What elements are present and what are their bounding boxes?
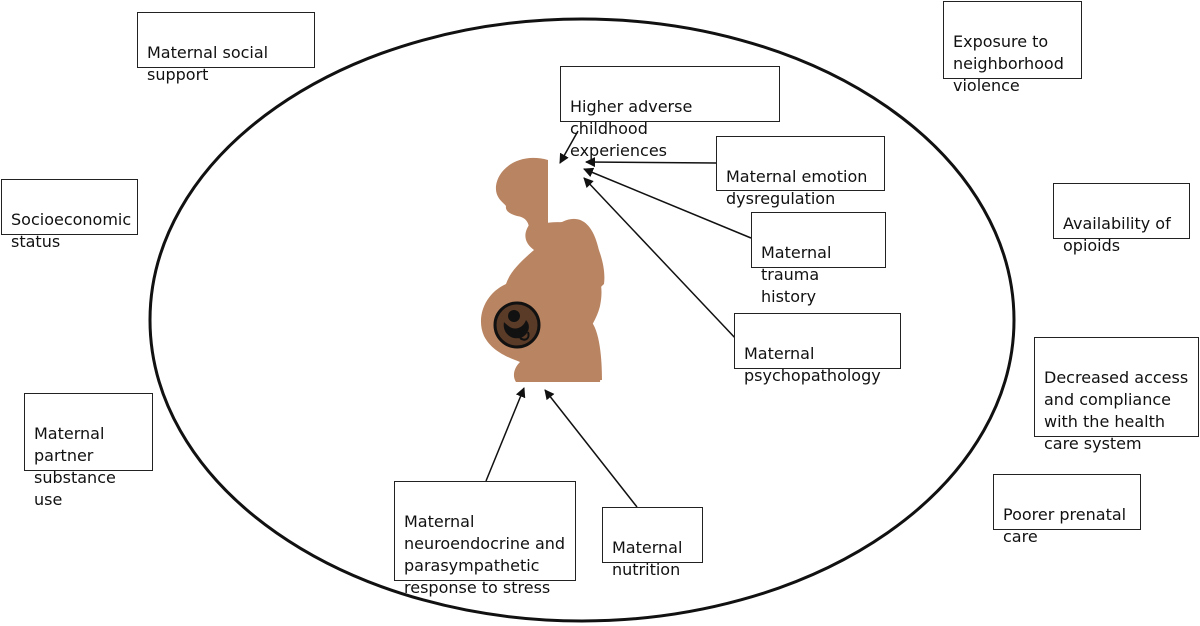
arrow-trauma-history <box>583 167 752 239</box>
box-socioeconomic-status: Socioeconomic status <box>1 179 138 251</box>
box-label: Maternal nutrition <box>612 538 683 579</box>
box-label: Maternal emotion dysregulation <box>726 167 868 208</box>
box-trauma-history: Maternal trauma history <box>751 212 886 306</box>
box-label: Maternal psychopathology <box>744 344 881 385</box>
arrow-neuroendocrine <box>485 387 526 482</box>
box-availability-opioids: Availability of opioids <box>1053 183 1190 255</box>
box-label: Maternal social support <box>147 43 269 84</box>
box-label: Higher adverse childhood experiences <box>570 97 693 160</box>
box-emotion-dysregulation: Maternal emotion dysregulation <box>716 136 885 208</box>
box-neighborhood-violence: Exposure to neighborhood violence <box>943 1 1082 95</box>
box-label: Maternal partner substance use <box>34 424 116 509</box>
fetus-icon <box>493 301 541 349</box>
box-label: Decreased access and compliance with the… <box>1044 368 1189 453</box>
box-partner-substance-use: Maternal partner substance use <box>24 393 153 509</box>
arrows <box>485 130 752 508</box>
box-maternal-social-support: Maternal social support <box>137 12 315 84</box>
box-neuroendocrine: Maternal neuroendocrine and parasympathe… <box>394 481 576 597</box>
box-label: Maternal trauma history <box>761 243 832 306</box>
arrow-emotion-dysregulation <box>585 157 717 168</box>
box-decreased-access: Decreased access and compliance with the… <box>1034 337 1199 453</box>
pregnant-woman-silhouette-icon <box>480 157 605 382</box>
box-psychopathology: Maternal psychopathology <box>734 313 901 385</box>
box-label: Poorer prenatal care <box>1003 505 1127 546</box>
inner-context-ellipse <box>148 17 1016 623</box>
box-label: Maternal neuroendocrine and parasympathe… <box>404 512 566 597</box>
box-prenatal-care: Poorer prenatal care <box>993 474 1141 546</box>
arrow-psychopathology <box>583 177 738 341</box>
arrow-nutrition <box>544 389 638 508</box>
box-label: Socioeconomic status <box>11 210 132 251</box>
box-adverse-childhood: Higher adverse childhood experiences <box>560 66 780 160</box>
box-label: Availability of opioids <box>1063 214 1171 255</box>
arrow-adverse-childhood <box>559 130 579 164</box>
box-label: Exposure to neighborhood violence <box>953 32 1064 95</box>
box-nutrition: Maternal nutrition <box>602 507 703 579</box>
